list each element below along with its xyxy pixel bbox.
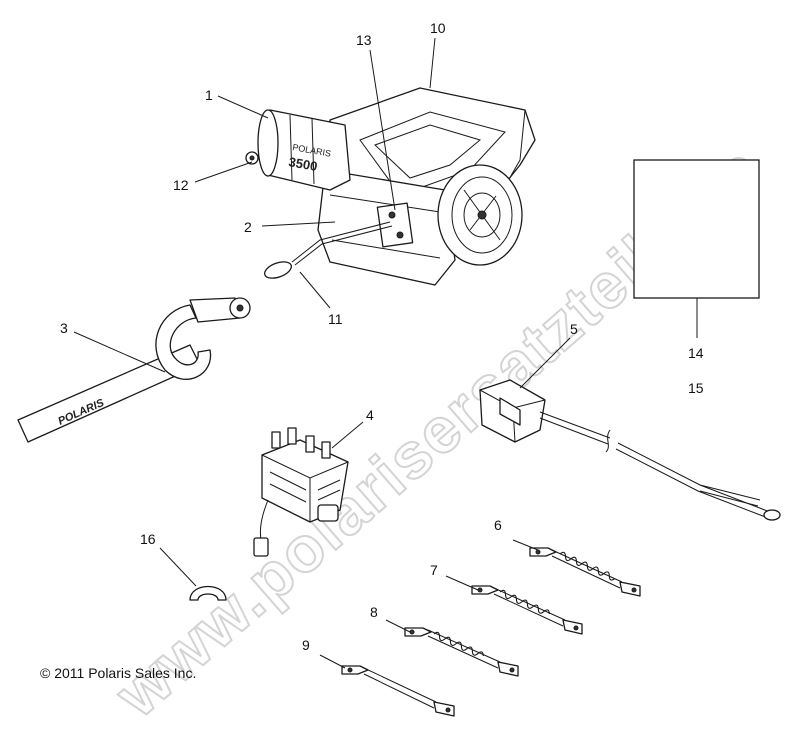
winch-assembly: POLARIS 3500	[245, 87, 536, 286]
rope-loop	[263, 261, 293, 279]
winch-rope	[291, 221, 391, 263]
callout-8: 8	[370, 604, 378, 620]
cable-7-part	[471, 585, 583, 635]
callout-2: 2	[244, 219, 252, 235]
callout-5: 5	[570, 321, 578, 337]
callout-3: 3	[60, 320, 68, 336]
callout-6: 6	[494, 517, 502, 533]
contactor-part	[253, 427, 349, 557]
callout-14: 14	[688, 345, 704, 361]
cable-6-part	[529, 547, 641, 597]
callout-1: 1	[205, 87, 213, 103]
wiring-harness-part	[479, 379, 781, 521]
cable-clip-part	[189, 586, 227, 601]
callout-12: 12	[173, 177, 189, 193]
hook-strap-part: POLARIS	[17, 297, 251, 443]
cable-9-part	[341, 665, 455, 717]
winch-hook	[155, 304, 212, 380]
callout-13: 13	[356, 32, 372, 48]
callout-16: 16	[140, 531, 156, 547]
callout-labels: 1 2 3 4 5 6 7 8 9 10 11 12 13 14 15 16	[60, 20, 704, 653]
cable-guide	[376, 202, 414, 248]
callout-15: 15	[688, 380, 704, 396]
callout-4: 4	[366, 407, 374, 423]
callout-10: 10	[430, 20, 446, 36]
winch-model-label: 3500	[287, 154, 318, 174]
cable-8-part	[404, 627, 519, 677]
parts-kit-box	[633, 159, 760, 299]
copyright-notice: © 2011 Polaris Sales Inc.	[40, 665, 197, 681]
leader-lines	[73, 37, 698, 669]
callout-11: 11	[328, 311, 343, 327]
callout-7: 7	[430, 562, 438, 578]
callout-9: 9	[302, 637, 310, 653]
